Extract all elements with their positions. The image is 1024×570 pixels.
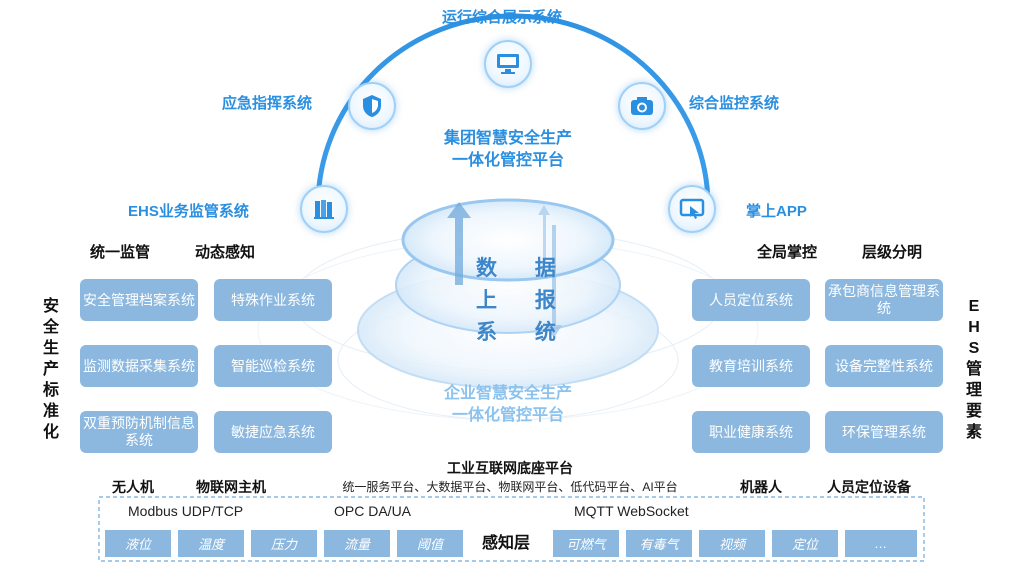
enterprise-platform-title: 企业智慧安全生产 一体化管控平台 — [443, 385, 572, 424]
left-col2-title: 动态感知 — [195, 244, 256, 261]
camera-icon — [618, 82, 666, 130]
protocol-mqtt: MQTT WebSocket — [574, 503, 689, 519]
ehs-system-label: EHS业务监管系统 — [128, 203, 249, 220]
group-platform-title: 集团智慧安全生产 一体化管控平台 — [443, 130, 572, 169]
left-box-dual-prevention: 双重预防机制信息系统 — [80, 411, 198, 453]
right-box-environmental: 环保管理系统 — [825, 411, 943, 453]
cell-combustible-gas: 可燃气 — [553, 530, 619, 557]
left-box-archive: 安全管理档案系统 — [80, 279, 198, 321]
emergency-system-label: 应急指挥系统 — [222, 95, 313, 112]
left-box-data-collection: 监测数据采集系统 — [80, 345, 198, 387]
cell-temperature: 温度 — [178, 530, 244, 557]
cell-toxic-gas: 有毒气 — [626, 530, 692, 557]
platform-arc — [315, 13, 711, 207]
positioning-device-label: 人员定位设备 — [827, 479, 911, 495]
left-box-smart-inspection: 智能巡检系统 — [214, 345, 332, 387]
cell-threshold: 阈值 — [397, 530, 463, 557]
right-col1-title: 全局掌控 — [757, 244, 818, 261]
monitoring-system-label: 综合监控系统 — [689, 95, 780, 112]
left-col1-title: 统一监管 — [90, 244, 151, 261]
right-box-occupational-health: 职业健康系统 — [692, 411, 810, 453]
left-box-agile-emergency: 敏捷应急系统 — [214, 411, 332, 453]
iot-host-label: 物联网主机 — [196, 479, 266, 495]
upload-arrows — [447, 202, 562, 338]
sensing-layer-label: 感知层 — [482, 535, 531, 552]
core-line-3: 系 统 — [476, 321, 572, 344]
sensing-frame — [98, 496, 925, 562]
cell-liquid-level: 液位 — [105, 530, 171, 557]
folders-icon — [300, 185, 348, 233]
services-line: 统一服务平台、大数据平台、物联网平台、低代码平台、AI平台 — [342, 480, 678, 494]
monitor-icon — [484, 40, 532, 88]
cell-pressure: 压力 — [251, 530, 317, 557]
shield-icon — [348, 82, 396, 130]
cell-more: … — [845, 530, 917, 557]
right-box-personnel-positioning: 人员定位系统 — [692, 279, 810, 321]
internet-platform-title: 工业互联网底座平台 — [447, 460, 573, 476]
cell-video: 视频 — [699, 530, 765, 557]
operation-system-label: 运行综合展示系统 — [442, 9, 563, 26]
right-col2-title: 层级分明 — [862, 244, 923, 261]
left-box-special-work: 特殊作业系统 — [214, 279, 332, 321]
right-box-training: 教育培训系统 — [692, 345, 810, 387]
core-line-2: 上 报 — [476, 289, 572, 312]
core-line-1: 数 据 — [476, 257, 572, 280]
right-box-equipment-integrity: 设备完整性系统 — [825, 345, 943, 387]
left-vertical-label: 安全生产标准化 — [42, 298, 59, 441]
protocol-opc: OPC DA/UA — [334, 503, 412, 519]
robot-label: 机器人 — [740, 479, 782, 495]
protocol-modbus: Modbus UDP/TCP — [128, 503, 244, 519]
app-label: 掌上APP — [746, 203, 807, 220]
drone-label: 无人机 — [112, 479, 154, 495]
cell-positioning: 定位 — [772, 530, 838, 557]
touch-screen-icon — [668, 185, 716, 233]
right-box-contractor: 承包商信息管理系统 — [825, 279, 943, 321]
cell-flow: 流量 — [324, 530, 390, 557]
